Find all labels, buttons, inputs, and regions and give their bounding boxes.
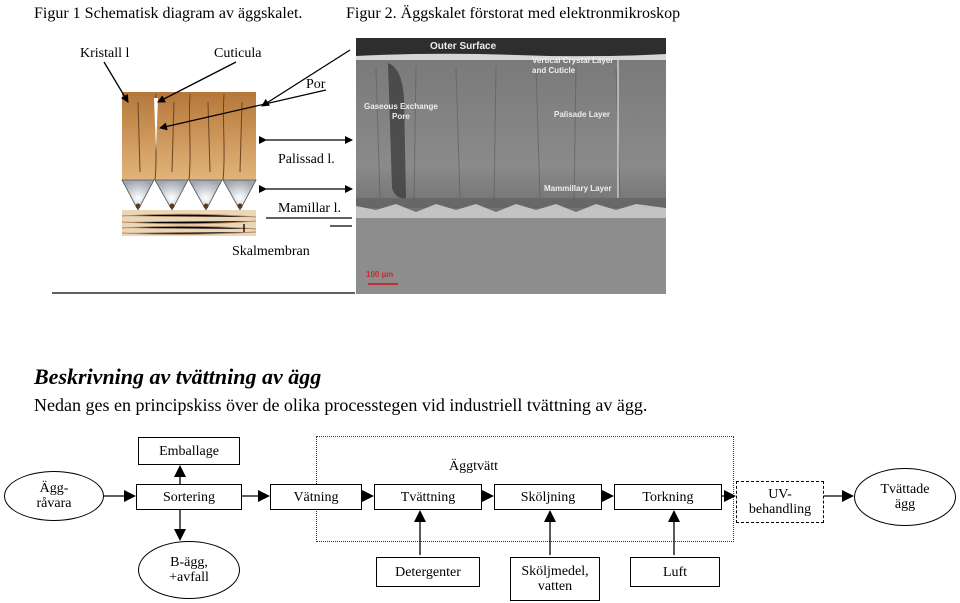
sem-label-outer-surface: Outer Surface [430, 41, 497, 52]
label-kristall: Kristall l [80, 46, 130, 61]
sem-label-vertical-crystal: Vertical Crystal Layer [532, 56, 614, 65]
box-detergenter: Detergenter [376, 557, 480, 587]
figure-1-caption: Figur 1 Schematisk diagram av äggskalet. [34, 5, 303, 22]
box-skoljmedel-vatten: Sköljmedel,vatten [510, 557, 600, 601]
box-tvattning: Tvättning [374, 484, 482, 510]
sem-labels: Outer Surface Vertical Crystal Layer and… [356, 38, 666, 294]
label-por: Por [306, 77, 326, 92]
aggtvatt-label: Äggtvätt [449, 459, 498, 474]
section-title: Beskrivning av tvättning av ägg [34, 364, 322, 389]
section-description: Nedan ges en principskiss över de olika … [34, 395, 648, 415]
box-emballage: Emballage [138, 437, 240, 465]
label-skalmembran: Skalmembran [232, 244, 310, 259]
sem-label-gaseous: Gaseous Exchange [364, 102, 438, 111]
oval-agg-ravara: Ägg-råvara [4, 471, 104, 521]
figure-2-caption: Figur 2. Äggskalet förstorat med elektro… [346, 5, 681, 22]
sem-micrograph [356, 38, 666, 294]
label-mamillar: Mamillar l. [278, 201, 341, 216]
sem-scale-bar-label: 100 µm [366, 270, 394, 279]
box-luft: Luft [630, 557, 720, 587]
box-skoljning: Sköljning [494, 484, 602, 510]
sem-label-palisade: Palisade Layer [554, 110, 611, 119]
label-palissad: Palissad l. [278, 152, 335, 167]
sem-label-pore: Pore [392, 112, 410, 121]
box-uv-behandling: UV-behandling [736, 481, 824, 523]
sem-label-and-cuticle: and Cuticle [532, 66, 576, 75]
box-vatning: Vätning [270, 484, 362, 510]
box-torkning: Torkning [614, 484, 722, 510]
sem-label-mammillary: Mammillary Layer [544, 184, 612, 193]
label-cuticula: Cuticula [214, 46, 262, 61]
box-sortering: Sortering [136, 484, 242, 510]
eggshell-schematic [121, 92, 257, 236]
oval-b-agg-avfall: B-ägg,+avfall [138, 541, 240, 599]
